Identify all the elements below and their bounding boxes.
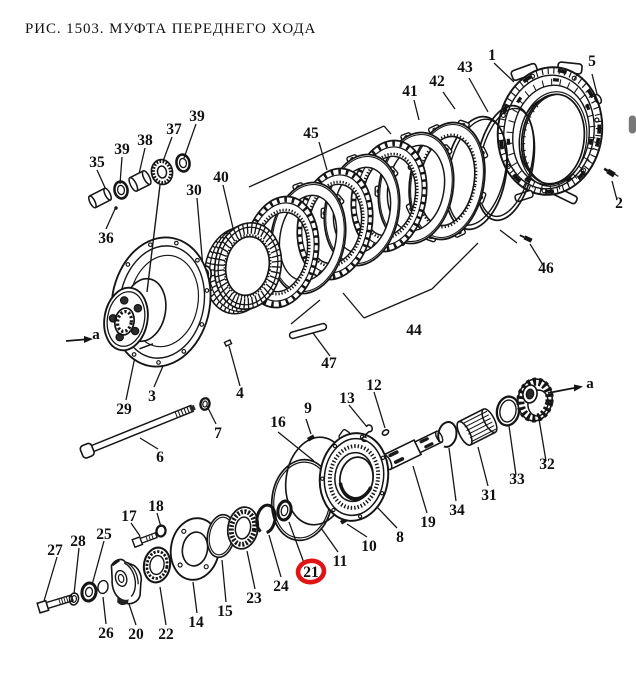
svg-text:10: 10 [361, 538, 377, 555]
svg-text:3: 3 [148, 388, 156, 405]
svg-text:11: 11 [333, 553, 348, 570]
svg-text:44: 44 [406, 322, 422, 339]
svg-text:20: 20 [128, 626, 144, 643]
svg-text:41: 41 [402, 83, 418, 100]
svg-text:31: 31 [481, 487, 497, 504]
svg-text:a: a [92, 327, 100, 343]
svg-text:5: 5 [588, 53, 596, 70]
svg-text:43: 43 [457, 59, 473, 76]
svg-text:18: 18 [148, 498, 164, 515]
svg-text:39: 39 [189, 108, 205, 125]
svg-text:39: 39 [114, 141, 130, 158]
svg-text:25: 25 [96, 526, 112, 543]
svg-text:26: 26 [98, 625, 114, 642]
svg-text:17: 17 [121, 508, 137, 525]
svg-text:37: 37 [166, 121, 182, 138]
svg-text:6: 6 [156, 449, 164, 466]
svg-text:33: 33 [509, 471, 525, 488]
svg-text:7: 7 [214, 425, 222, 442]
svg-text:9: 9 [304, 400, 312, 417]
svg-text:32: 32 [539, 456, 555, 473]
svg-text:23: 23 [246, 590, 262, 607]
svg-text:16: 16 [270, 414, 286, 431]
svg-text:13: 13 [339, 390, 355, 407]
svg-text:28: 28 [70, 533, 86, 550]
svg-text:47: 47 [321, 355, 337, 372]
svg-text:a: a [586, 376, 594, 392]
svg-text:РИС. 1503. МУФТА ПЕРЕДНЕГО ХОД: РИС. 1503. МУФТА ПЕРЕДНЕГО ХОДА [25, 21, 316, 37]
svg-text:34: 34 [449, 502, 465, 519]
svg-text:15: 15 [217, 603, 233, 620]
svg-text:40: 40 [213, 169, 229, 186]
svg-text:46: 46 [538, 260, 554, 277]
svg-text:24: 24 [273, 578, 289, 595]
svg-text:1: 1 [488, 47, 496, 64]
svg-text:12: 12 [366, 377, 382, 394]
svg-text:2: 2 [615, 195, 623, 212]
svg-text:4: 4 [236, 385, 244, 402]
svg-text:36: 36 [98, 230, 114, 247]
svg-text:42: 42 [429, 73, 445, 90]
svg-text:19: 19 [420, 514, 436, 531]
svg-text:29: 29 [116, 401, 132, 418]
svg-text:22: 22 [158, 626, 174, 643]
svg-text:35: 35 [89, 154, 105, 171]
svg-text:38: 38 [137, 132, 153, 149]
svg-text:8: 8 [396, 529, 404, 546]
svg-text:14: 14 [188, 614, 204, 631]
svg-text:30: 30 [186, 182, 202, 199]
svg-text:45: 45 [303, 125, 319, 142]
svg-text:27: 27 [47, 542, 63, 559]
